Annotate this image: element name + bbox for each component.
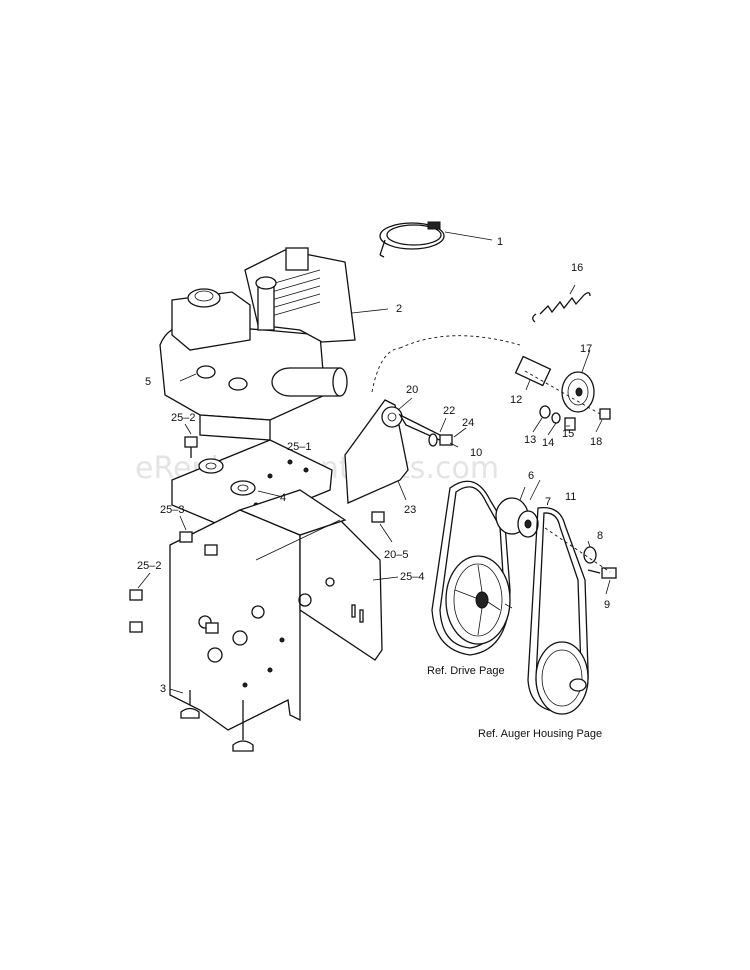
idler-assembly <box>371 284 611 431</box>
callout-25-2a: 25–2 <box>171 412 195 424</box>
callout-20-5: 20–5 <box>384 549 408 561</box>
callout-10: 10 <box>470 447 482 459</box>
callout-3: 3 <box>160 683 166 695</box>
callout-25-4: 25–4 <box>400 571 424 583</box>
callout-25-1: 25–1 <box>287 441 311 453</box>
ref-drive-page: Ref. Drive Page <box>427 665 505 677</box>
callout-12: 12 <box>510 394 522 406</box>
callout-23: 23 <box>404 504 416 516</box>
callout-18: 18 <box>590 436 602 448</box>
callout-24: 24 <box>462 417 474 429</box>
callout-6: 6 <box>528 470 534 482</box>
part-1-cord <box>379 221 493 258</box>
part-7-pulley <box>495 497 539 538</box>
callout-8: 8 <box>597 530 603 542</box>
callout-25-3: 25–3 <box>160 504 184 516</box>
idler-bracket <box>344 399 446 543</box>
callout-20: 20 <box>406 384 418 396</box>
callout-22: 22 <box>443 405 455 417</box>
callout-labels: 1 2 5 25–2 25–1 4 25–3 25–2 3 20 22 24 1… <box>137 236 610 695</box>
callout-11: 11 <box>565 491 576 503</box>
callout-2: 2 <box>396 303 402 315</box>
callout-7: 7 <box>545 496 551 508</box>
callout-9: 9 <box>604 599 610 611</box>
callout-25-2b: 25–2 <box>137 560 161 572</box>
part-11-auger-pulley <box>535 641 589 715</box>
callout-17: 17 <box>580 343 592 355</box>
frame-panels <box>169 489 399 731</box>
frame-screws <box>129 423 219 634</box>
part-6-drive-pulley <box>445 555 511 645</box>
callout-14: 14 <box>542 437 554 449</box>
callout-13: 13 <box>524 434 536 446</box>
callout-15: 15 <box>562 428 574 440</box>
leader-lines <box>397 349 611 609</box>
callout-5: 5 <box>145 376 151 388</box>
callout-4: 4 <box>280 492 286 504</box>
ref-auger-housing-page: Ref. Auger Housing Page <box>478 728 602 740</box>
callout-1: 1 <box>497 236 503 248</box>
part-3-carriage-bolts <box>169 688 254 752</box>
engine-assembly <box>159 247 389 441</box>
mounting-plate <box>171 439 333 531</box>
small-hardware <box>428 433 617 579</box>
callout-16: 16 <box>571 262 583 274</box>
